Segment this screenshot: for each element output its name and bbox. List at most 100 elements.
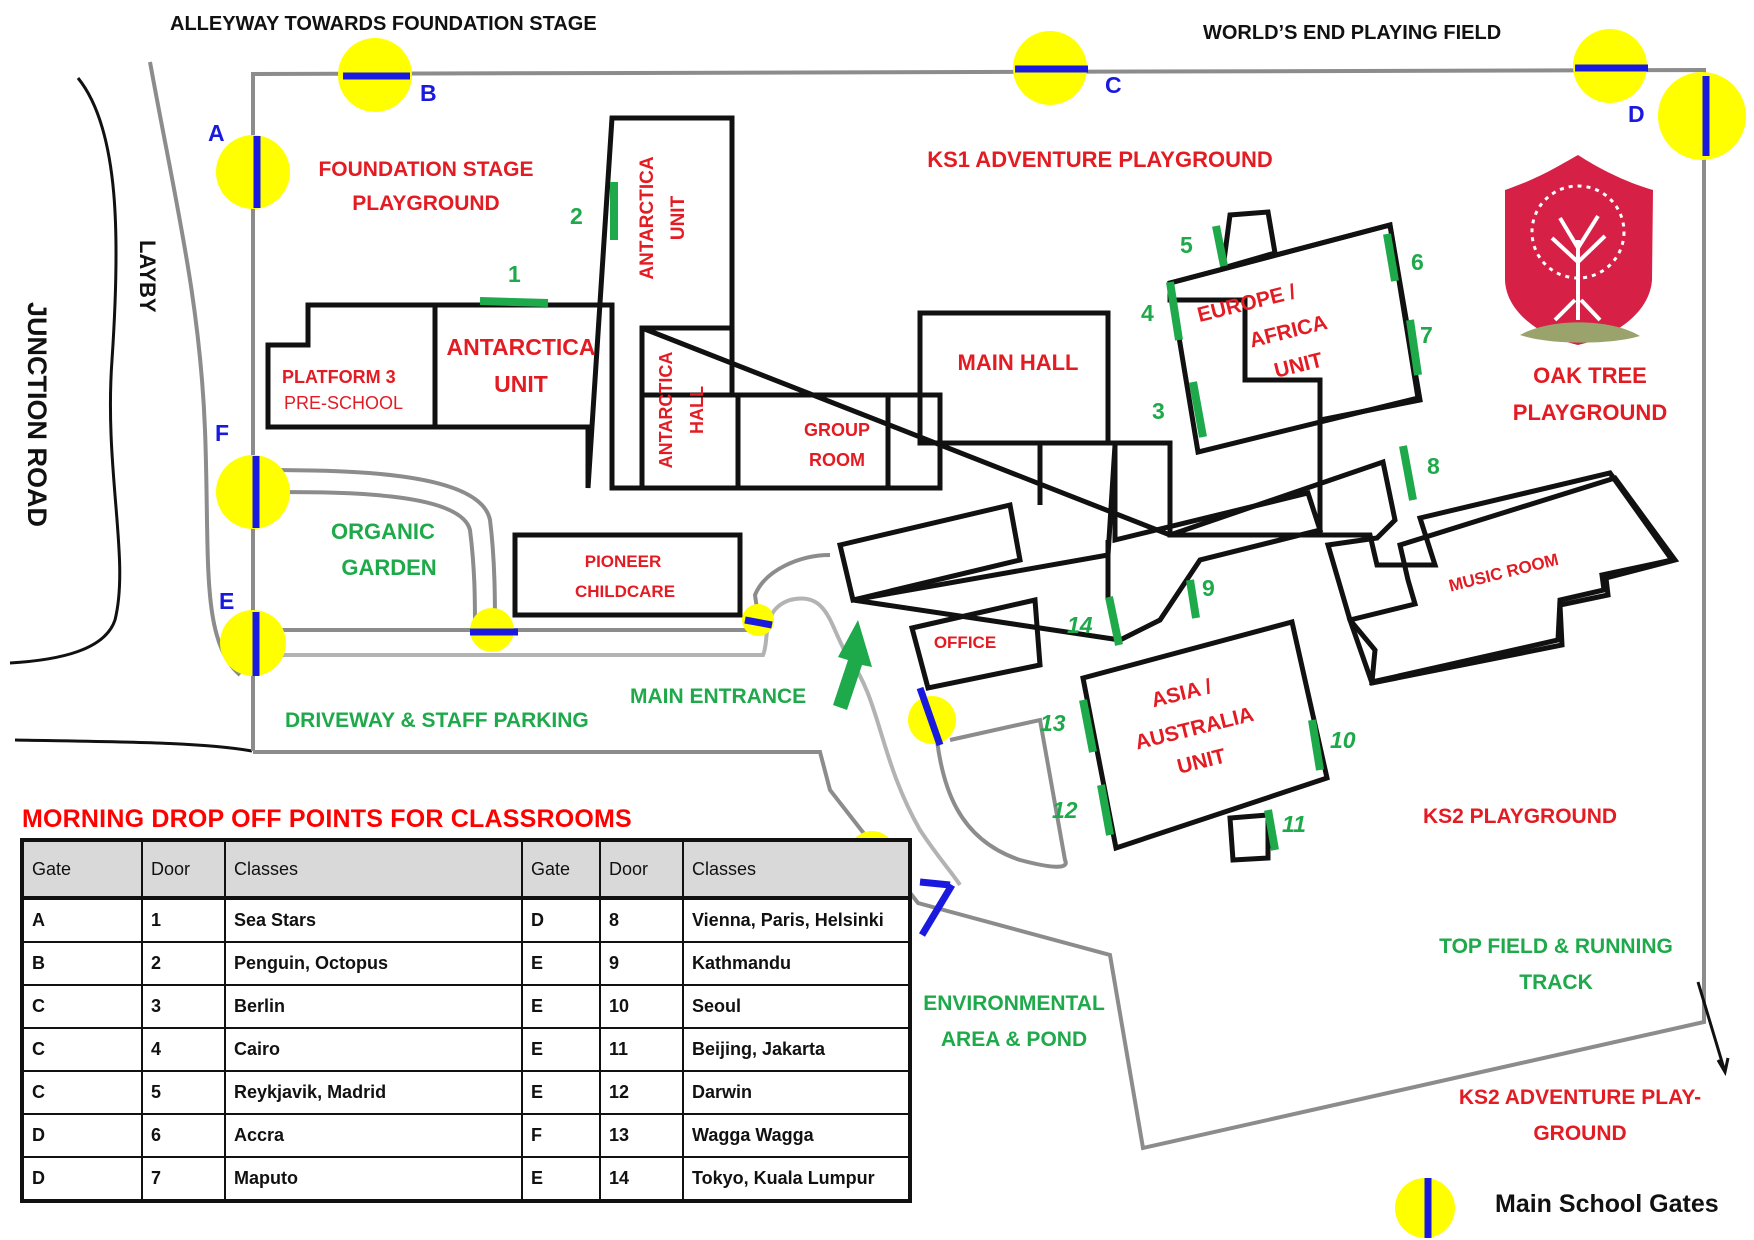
table-row: C 4 Cairo E 11 Beijing, Jakarta — [21, 1027, 911, 1072]
ks2-label: KS2 PLAYGROUND — [1423, 805, 1617, 828]
legend-gate-icon — [1395, 1178, 1455, 1238]
platform3-label-2: PRE-SCHOOL — [284, 393, 403, 413]
door-11[interactable] — [1264, 809, 1279, 851]
table-cell: 11 — [599, 1027, 684, 1072]
gate-f[interactable] — [216, 455, 290, 529]
table-cell: D — [21, 1113, 143, 1158]
door-7[interactable] — [1406, 319, 1422, 376]
europe-africa-unit-building — [1167, 221, 1421, 456]
gate-letter-c: C — [1105, 72, 1122, 98]
worlds-end-label: WORLD’S END PLAYING FIELD — [1203, 22, 1501, 44]
door-4[interactable] — [1166, 281, 1183, 341]
table-row: D 6 Accra F 13 Wagga Wagga — [21, 1113, 911, 1158]
gate-letter-b: B — [420, 80, 437, 106]
table-row: C 3 Berlin E 10 Seoul — [21, 984, 911, 1029]
pioneer-childcare-building — [512, 532, 743, 618]
table-row: C 5 Reykjavik, Madrid E 12 Darwin — [21, 1070, 911, 1115]
table-cell: Seoul — [682, 984, 911, 1029]
door-number-7: 7 — [1420, 322, 1433, 348]
door-13[interactable] — [1079, 699, 1097, 753]
antarctica-unit-label-1: ANTARCTICA — [446, 334, 595, 360]
oak-tree-label-1: OAK TREE — [1533, 363, 1647, 388]
europe-annex — [1220, 209, 1278, 272]
antarctica-hall-label-1: ANTARCTICA — [656, 352, 676, 469]
door-9[interactable] — [1186, 579, 1200, 619]
door-3[interactable] — [1189, 381, 1207, 438]
gate-d-top[interactable] — [1573, 29, 1648, 103]
office-label: OFFICE — [934, 633, 996, 652]
door-6[interactable] — [1383, 233, 1399, 282]
table-cell: 12 — [599, 1070, 684, 1115]
table-cell: Accra — [224, 1113, 523, 1158]
gate-c[interactable] — [1013, 31, 1088, 105]
header-classes: Classes — [224, 839, 523, 900]
door-1[interactable] — [479, 297, 549, 307]
group-room-label-2: ROOM — [809, 450, 865, 470]
door-number-1: 1 — [508, 261, 521, 287]
gate-d-side[interactable] — [1658, 72, 1746, 160]
gate-letter-f: F — [215, 420, 229, 446]
gate-letter-e: E — [219, 588, 234, 614]
table-cell: 6 — [141, 1113, 226, 1158]
oak-tree-label-2: PLAYGROUND — [1513, 400, 1667, 425]
gate-office[interactable] — [908, 686, 956, 747]
gate-letter-a: A — [208, 120, 225, 146]
door-number-11: 11 — [1282, 811, 1306, 837]
antarctica-unit-vertical-2: UNIT — [668, 195, 689, 240]
pioneer-label-2: CHILDCARE — [575, 582, 675, 601]
top-field-label-1: TOP FIELD & RUNNING — [1439, 935, 1673, 958]
table-row: D 7 Maputo E 14 Tokyo, Kuala Lumpur — [21, 1156, 911, 1202]
asia-label-3: UNIT — [1175, 745, 1228, 779]
ks2-adventure-label-2: GROUND — [1533, 1122, 1626, 1145]
pioneer-label-1: PIONEER — [585, 552, 662, 571]
gate-b[interactable] — [338, 38, 412, 112]
table-cell: C — [21, 1070, 143, 1115]
table-cell: C — [21, 984, 143, 1029]
door-10[interactable] — [1308, 719, 1324, 771]
header-classes-2: Classes — [682, 839, 911, 900]
table-cell: C — [21, 1027, 143, 1072]
foundation-label-2: PLAYGROUND — [352, 192, 499, 215]
door-14[interactable] — [1105, 596, 1123, 646]
garden-path-1 — [252, 468, 497, 631]
table-cell: D — [521, 897, 601, 943]
oak-tree-shield-icon — [1505, 155, 1653, 345]
garden-path-2 — [252, 489, 477, 631]
header-gate-2: Gate — [521, 839, 601, 900]
table-cell: E — [521, 1027, 601, 1072]
group-room-block — [639, 392, 943, 491]
table-cell: 2 — [141, 941, 226, 986]
door-5[interactable] — [1212, 225, 1228, 267]
drop-off-table-title: MORNING DROP OFF POINTS FOR CLASSROOMS — [22, 805, 632, 833]
table-cell: Cairo — [224, 1027, 523, 1072]
top-field-label-2: TRACK — [1519, 971, 1593, 994]
door-number-9: 9 — [1202, 575, 1215, 601]
door-8[interactable] — [1399, 445, 1417, 501]
junction-road-edge-lower — [14, 738, 253, 753]
table-cell: Tokyo, Kuala Lumpur — [682, 1156, 911, 1202]
asia-annex — [1227, 812, 1271, 863]
gate-e[interactable] — [220, 610, 286, 676]
gate-garden[interactable] — [470, 608, 518, 652]
junction-road-label: JUNCTION ROAD — [22, 302, 52, 527]
table-cell: Sea Stars — [224, 897, 523, 943]
table-cell: Berlin — [224, 984, 523, 1029]
music-room-label: MUSIC ROOM — [1447, 550, 1561, 596]
table-cell: E — [521, 1156, 601, 1202]
door-12[interactable] — [1097, 784, 1114, 836]
antarctica-unit-vertical-1: ANTARCTICA — [637, 156, 658, 279]
door-number-3: 3 — [1152, 398, 1165, 424]
table-cell: 5 — [141, 1070, 226, 1115]
table-cell: F — [521, 1113, 601, 1158]
table-cell: D — [21, 1156, 143, 1202]
gate-a[interactable] — [216, 135, 290, 209]
door-number-13: 13 — [1040, 710, 1066, 736]
foundation-label-1: FOUNDATION STAGE — [318, 158, 533, 181]
layby-edge — [148, 61, 242, 677]
door-number-4: 4 — [1141, 300, 1154, 326]
table-cell: E — [521, 1070, 601, 1115]
platform3-label-1: PLATFORM 3 — [282, 367, 396, 387]
antarctica-hall-building — [641, 221, 1677, 686]
gate-entrance[interactable] — [742, 604, 774, 636]
organic-label-2: GARDEN — [341, 555, 436, 580]
